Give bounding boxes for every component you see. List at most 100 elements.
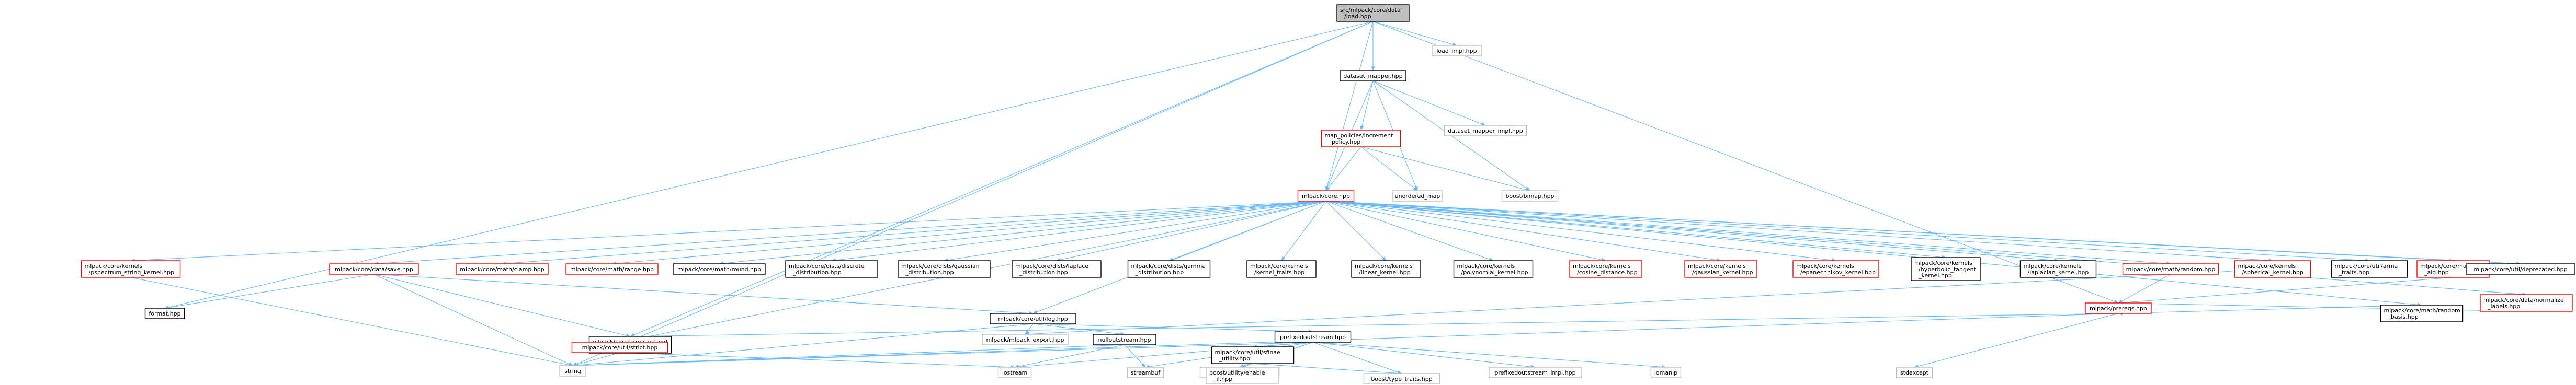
graph-node-formats[interactable]: format.hpp [144, 308, 185, 319]
node-label: _if.hpp [1213, 376, 1232, 382]
node-box [1340, 70, 1406, 81]
node-box [1453, 260, 1534, 278]
edge [1372, 21, 1457, 46]
edge [1325, 201, 1836, 262]
node-label: /load.hpp [1344, 13, 1371, 20]
edge-core-to-kernels-spherical [1325, 201, 2273, 263]
graph-node-util-sfinae[interactable]: mlpack/core/util/sfinae_utility.hpp [1211, 346, 1295, 364]
edge [1325, 201, 2521, 266]
edge [130, 201, 1326, 263]
edge-core-to-math-random [1325, 201, 2171, 266]
node-label: mlpack/core/math/random [2384, 307, 2460, 314]
graph-node-kernels-gaussian[interactable]: mlpack/core/kernels/gaussian_kernel.hpp [1684, 260, 1757, 278]
edge-util-log-to-prefixedoutstream [1032, 323, 1313, 334]
graph-node-util-deprecated[interactable]: mlpack/core/util/deprecated.hpp [2466, 263, 2575, 275]
node-label: iomanip [1654, 369, 1677, 376]
graph-node-iomanip: iomanip [1650, 367, 1682, 378]
graph-node-math-random[interactable]: mlpack/core/math/random.hpp [2122, 263, 2219, 275]
node-label: _kernel.hpp [1918, 272, 1952, 279]
graph-node-prereqs[interactable]: mlpack/prereqs.hpp [2085, 302, 2152, 314]
edge-prereqs-to-arma-extend [630, 313, 2119, 339]
graph-node-math-round[interactable]: mlpack/core/math/round.hpp [673, 263, 766, 275]
node-box [1896, 367, 1933, 378]
graph-node-util-arma-traits[interactable]: mlpack/core/util/arma_traits.hpp [2331, 260, 2408, 278]
graph-node-dists-laplace[interactable]: mlpack/core/dists/laplace_distribution.h… [1012, 260, 1102, 278]
node-label: mlpack/core/util/strict.hpp [582, 344, 658, 351]
edge [373, 274, 631, 337]
edge-core-to-kernels-gaussian [1325, 201, 1721, 262]
node-label: boost/type_traits.hpp [1371, 376, 1432, 382]
edge-core-to-data-normalize [1325, 201, 2527, 297]
edge-util-strict-to-iostream [619, 352, 1015, 369]
graph-node-load[interactable]: src/mlpack/core/data/load.hpp [1336, 4, 1410, 22]
edge-core-to-kernels-epan [1325, 201, 1836, 262]
edge-prefixedoutstream-to-iostream [1014, 342, 1313, 369]
edge [611, 201, 1326, 266]
edge-map-policies-to-core [1325, 146, 1361, 191]
edge [1281, 201, 1326, 261]
node-box [1127, 260, 1211, 278]
graph-node-map-policies[interactable]: map_policies/increment_policy.hpp [1321, 130, 1401, 147]
edge [1372, 21, 2119, 304]
graph-node-kernels-traits[interactable]: mlpack/core/kernels/kernel_traits.hpp [1246, 260, 1317, 278]
edge-load-to-core [1325, 21, 1374, 191]
edge-core-to-math-round [719, 201, 1326, 266]
graph-node-kernels-hyperbolic[interactable]: mlpack/core/kernels/hyperbolic_tangent_k… [1911, 257, 1981, 281]
graph-node-math-clamp[interactable]: mlpack/core/math/clamp.hpp [456, 263, 549, 275]
graph-node-util-log[interactable]: mlpack/core/util/log.hpp [990, 313, 1076, 324]
graph-node-dists-gamma[interactable]: mlpack/core/dists/gamma_distribution.hpp [1127, 260, 1211, 278]
edge-core-to-kernels-polynomial [1325, 201, 1494, 262]
edge-core-to-kernels-traits [1281, 201, 1326, 261]
node-label: _utility.hpp [1219, 355, 1251, 362]
node-label: mlpack/core/kernels [1250, 263, 1308, 270]
graph-node-kernels-linear[interactable]: mlpack/core/kernels/linear_kernel.hpp [1351, 260, 1421, 278]
node-box [1684, 260, 1757, 278]
graph-node-kernels-laplacian[interactable]: mlpack/core/kernels/laplacian_kernel.hpp [2019, 260, 2097, 278]
node-box [1012, 260, 1102, 278]
edge [1325, 201, 2059, 263]
graph-node-nulloutstream[interactable]: nulloutstream.hpp [1093, 334, 1156, 345]
graph-node-kernels-polynomial[interactable]: mlpack/core/kernels/polynomial_kernel.hp… [1453, 260, 1534, 278]
edge [1312, 342, 1536, 369]
graph-node-kernels-epan[interactable]: mlpack/core/kernels/epanechnikov_kernel.… [1792, 260, 1879, 278]
edge-dataset-mapper-to-map-policies [1360, 80, 1374, 131]
edge-nulloutstream-to-streambuf [1124, 344, 1146, 368]
graph-node-math-range[interactable]: mlpack/core/math/range.hpp [565, 263, 659, 275]
graph-node-data-save[interactable]: mlpack/core/data/save.hpp [329, 263, 419, 275]
edge [1372, 80, 1486, 126]
edge-prefixedoutstream-to-iomanip [1312, 342, 1666, 369]
graph-node-prefixedoutstream[interactable]: prefixedoutstream.hpp [1274, 331, 1352, 343]
graph-node-kernels-spherical[interactable]: mlpack/core/kernels/spherical_kernel.hpp [2234, 260, 2311, 278]
edge-prereqs-to-stdexcept [1914, 313, 2119, 368]
node-label: /epanechnikov_kernel.hpp [1800, 269, 1876, 276]
edge [1312, 342, 1402, 375]
edge [502, 201, 1326, 266]
edge [1252, 342, 1313, 349]
edge [1325, 201, 2422, 307]
node-label: _labels.hpp [2487, 303, 2520, 310]
node-label: src/mlpack/core/data [1340, 7, 1401, 14]
node-label: mlpack/core/dists/discrete [789, 263, 865, 270]
graph-node-dataset-mapper[interactable]: dataset_mapper.hpp [1340, 70, 1406, 81]
edge-load-to-prereqs [1372, 21, 2119, 304]
graph-node-kernels-pspectrum[interactable]: mlpack/core/kernels/pspectrum_string_ker… [81, 260, 181, 278]
edge [2118, 277, 2454, 305]
edge [1325, 21, 1374, 191]
graph-node-core[interactable]: mlpack/core.hpp [1297, 190, 1355, 202]
graph-node-data-normalize[interactable]: mlpack/core/data/normalize_labels.hpp [2480, 294, 2573, 312]
edge-data-save-to-formats [164, 274, 375, 310]
graph-node-math-random-basis[interactable]: mlpack/core/math/random_basis.hpp [2380, 305, 2464, 322]
node-label: mlpack/core/kernels [1796, 263, 1854, 270]
graph-node-dists-discrete[interactable]: mlpack/core/dists/discrete_distribution.… [785, 260, 878, 278]
graph-node-util-strict[interactable]: mlpack/core/util/strict.hpp [571, 342, 668, 353]
edge [130, 277, 573, 367]
edge [2118, 305, 2422, 316]
node-box [2019, 260, 2097, 278]
edge [572, 344, 1125, 368]
edge-prefixedoutstream-to-string [572, 342, 1313, 368]
edge-load-to-arma-extend [630, 21, 1374, 337]
graph-node-kernels-cosine[interactable]: mlpack/core/kernels/cosine_distance.hpp [1569, 260, 1642, 278]
node-label: mlpack/core/kernels [2024, 263, 2082, 270]
edge [1325, 201, 2370, 263]
graph-node-dists-gaussian[interactable]: mlpack/core/dists/gaussian_distribution.… [898, 260, 991, 278]
